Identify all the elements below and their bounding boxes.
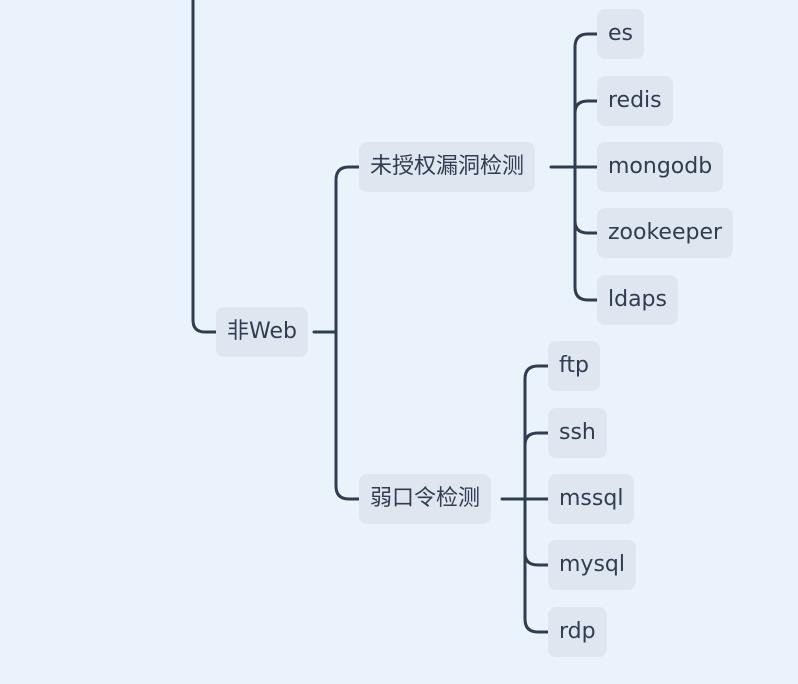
- node-ldaps[interactable]: ldaps: [597, 275, 678, 325]
- node-zookeeper[interactable]: zookeeper: [597, 208, 734, 258]
- connector-weakpass-ftp: [523, 364, 550, 501]
- node-ssh[interactable]: ssh: [548, 408, 607, 458]
- node-nonweb[interactable]: 非Web: [216, 307, 308, 357]
- node-mongodb[interactable]: mongodb: [597, 142, 724, 192]
- connector-unauth-ldaps: [573, 165, 599, 302]
- node-weakpass-detection[interactable]: 弱口令检测: [359, 474, 492, 524]
- connector-unauth-redis: [573, 99, 599, 169]
- connector-weakpass-rdp: [523, 497, 550, 634]
- connector-nonweb-unauth: [334, 165, 361, 334]
- node-mssql[interactable]: mssql: [548, 474, 635, 524]
- node-redis[interactable]: redis: [597, 76, 673, 126]
- connector-nonweb-weakpass: [334, 330, 361, 501]
- node-mysql[interactable]: mysql: [548, 540, 636, 590]
- connector-weakpass-mysql: [523, 497, 550, 567]
- connector-weakpass-ssh: [523, 431, 550, 501]
- connector-unauth-es: [573, 32, 599, 169]
- connector-root-nonweb: [191, 0, 218, 334]
- node-es[interactable]: es: [597, 9, 644, 59]
- node-rdp[interactable]: rdp: [548, 607, 607, 657]
- node-ftp[interactable]: ftp: [548, 341, 600, 391]
- node-unauth-detection[interactable]: 未授权漏洞检测: [359, 142, 536, 192]
- connector-unauth-zookeeper: [573, 165, 599, 235]
